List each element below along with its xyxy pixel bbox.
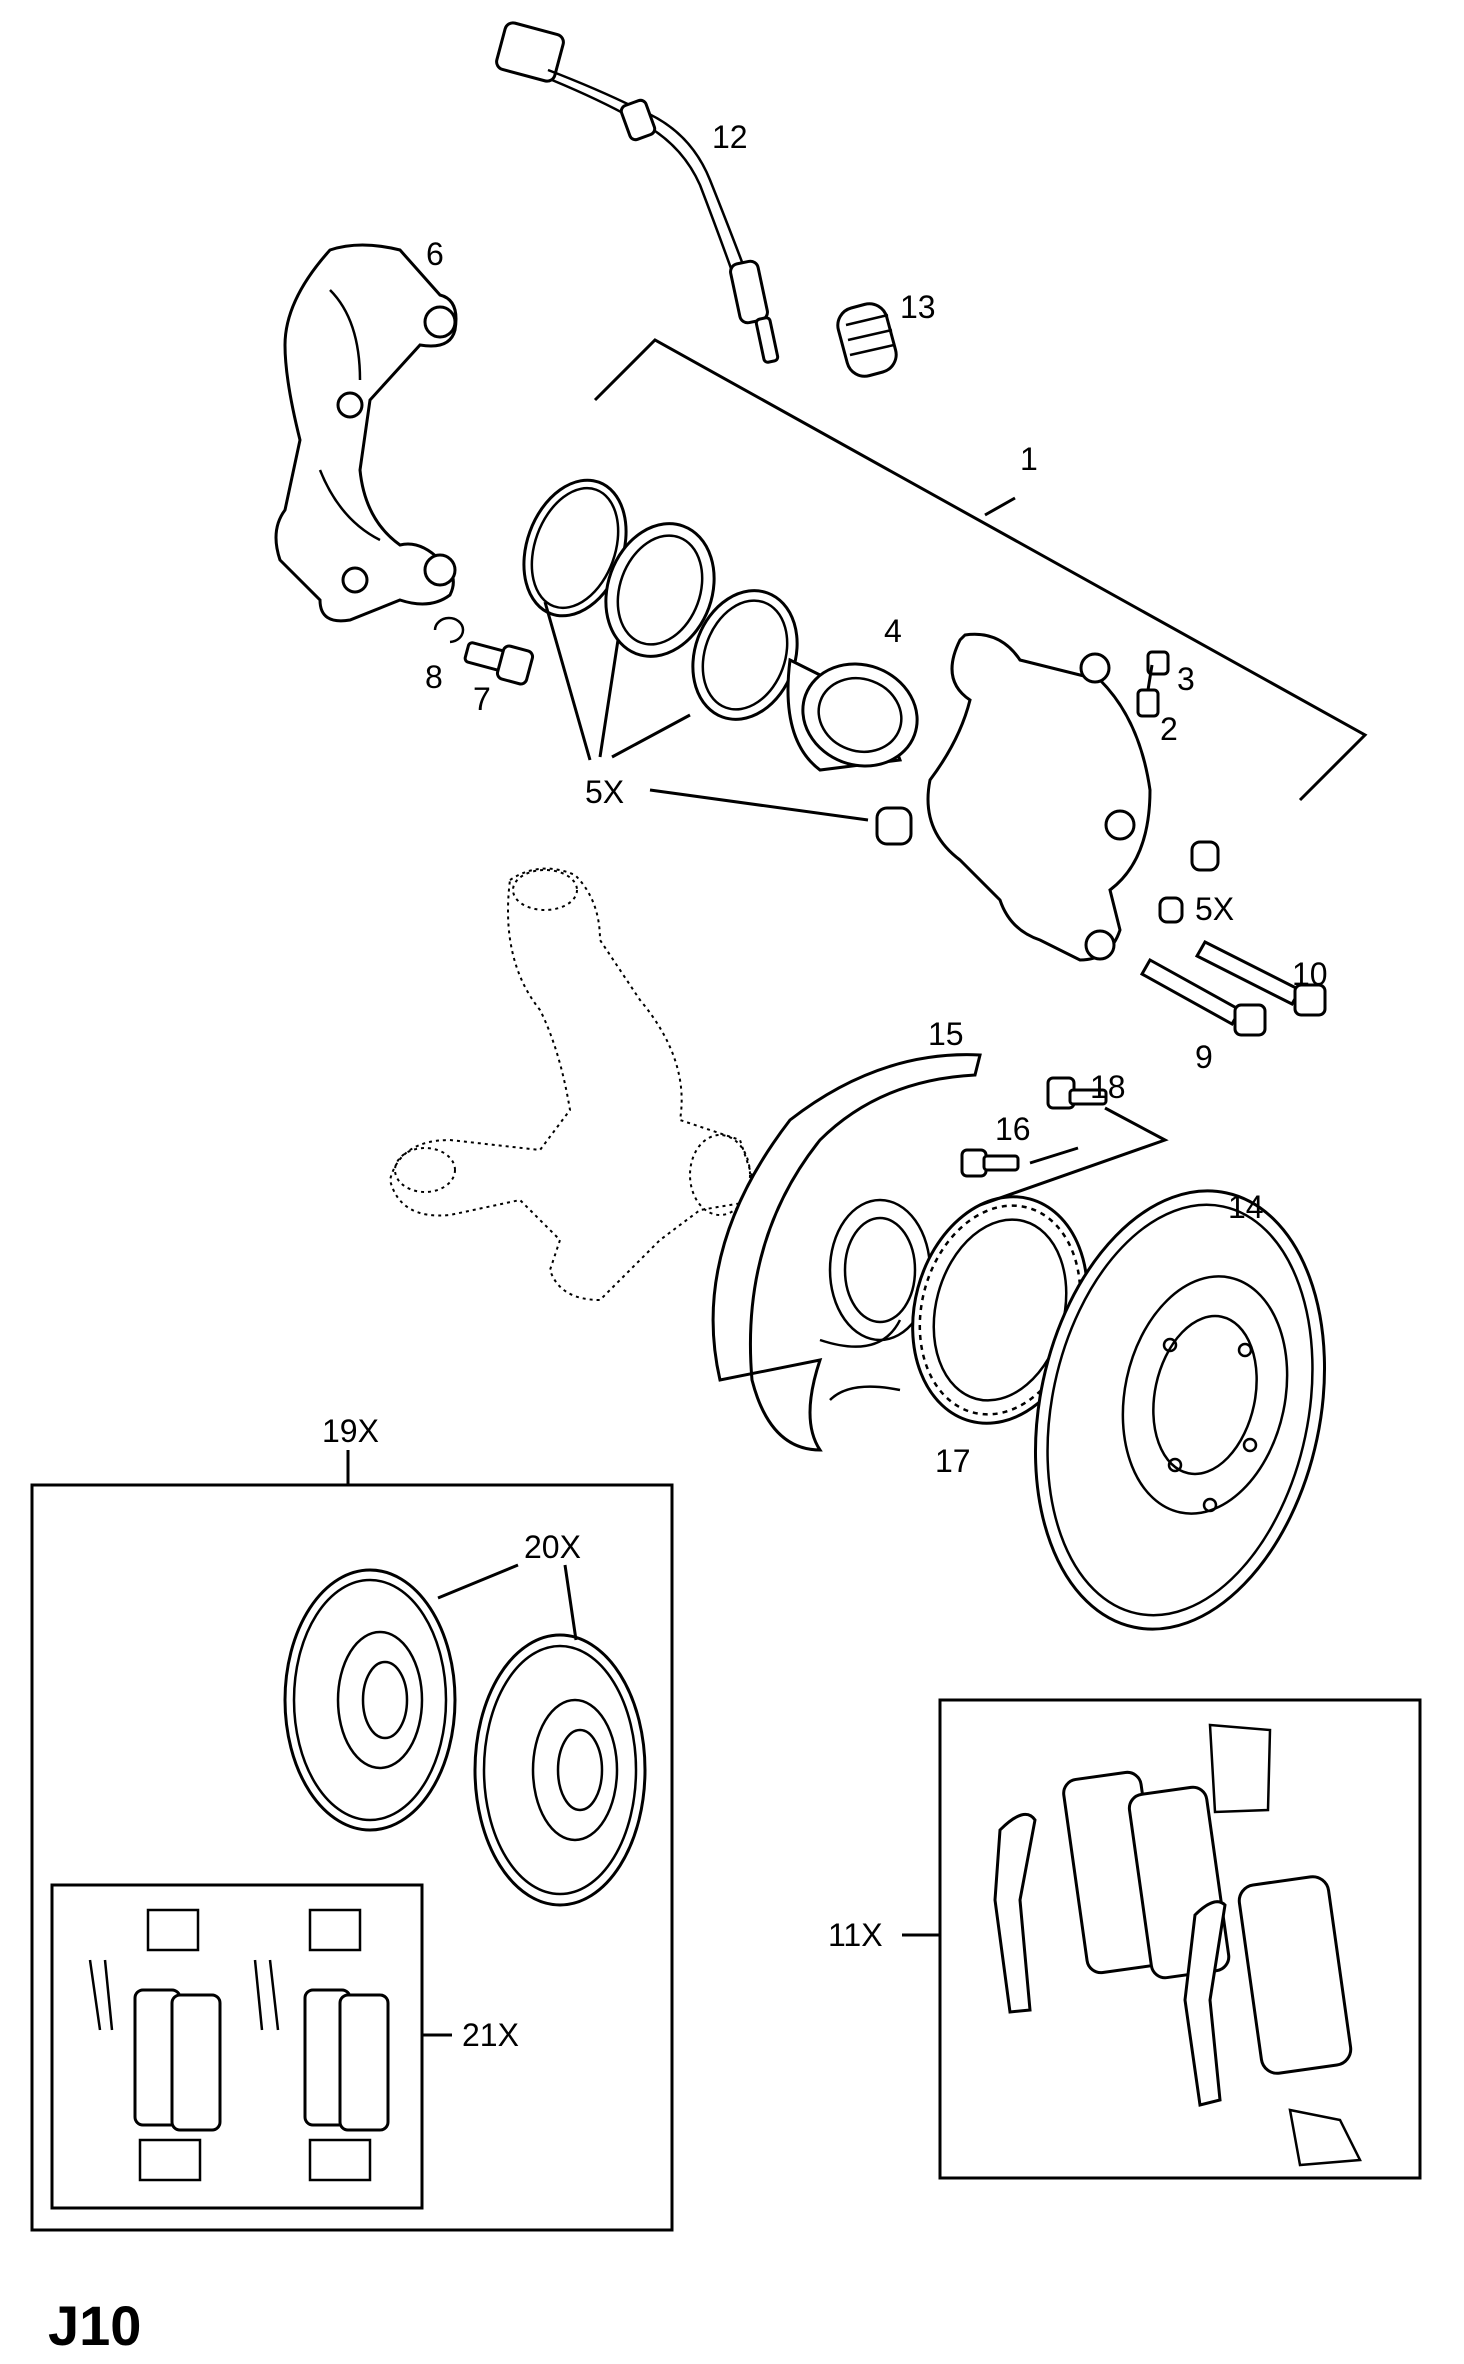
caliper-housing-part [926, 632, 1152, 962]
label-16: 16 [995, 1111, 1031, 1147]
abs-sensor-cable-part [495, 21, 780, 364]
kit-disc-left-part [283, 1568, 457, 1832]
kit-disc-right-part [473, 1633, 647, 1907]
steering-knuckle-outline [388, 867, 762, 1302]
label-11x: 11X [828, 1917, 883, 1953]
label-21x: 21X [462, 2017, 519, 2053]
piston-part [786, 657, 919, 772]
label-12: 12 [712, 119, 748, 155]
label-7: 7 [473, 681, 491, 717]
guide-pin-part [1139, 940, 1327, 1037]
label-4: 4 [884, 613, 902, 649]
label-14: 14 [1228, 1189, 1264, 1225]
label-5x-left: 5X [585, 774, 624, 810]
label-17: 17 [935, 1443, 971, 1479]
page-code: J10 [48, 2294, 141, 2357]
pad-set-box [938, 1698, 1422, 2180]
bolt-16-part [960, 1148, 1020, 1178]
label-20x: 20X [524, 1529, 581, 1565]
label-18: 18 [1090, 1069, 1126, 1105]
leader-lines [346, 338, 1368, 2037]
abs-tone-ring-part [911, 1195, 1089, 1425]
guide-bush-part [875, 806, 1220, 924]
label-13: 13 [900, 289, 936, 325]
bolt-18-part [1046, 1076, 1108, 1110]
label-5x-right: 5X [1195, 891, 1234, 927]
pad-kit-box [50, 1883, 424, 2210]
label-10: 10 [1292, 956, 1328, 992]
label-6: 6 [426, 236, 444, 272]
bleed-nipple-part [1136, 650, 1170, 718]
label-2: 2 [1160, 711, 1178, 747]
label-9: 9 [1195, 1039, 1213, 1075]
label-15: 15 [928, 1016, 964, 1052]
retaining-clip-part [433, 616, 465, 644]
pad-set-part [993, 1723, 1362, 2167]
kit-pads-part [88, 1908, 390, 2182]
caliper-carrier-part [274, 243, 458, 623]
brake-disc-part [1033, 1189, 1327, 1631]
label-1: 1 [1020, 441, 1038, 477]
disc-kit-box [30, 1483, 674, 2232]
rubber-bush-part [836, 302, 898, 378]
seal-kit-part [522, 478, 799, 721]
label-19x: 19X [322, 1413, 379, 1449]
label-8: 8 [425, 659, 443, 695]
bolt-7-part [463, 641, 535, 686]
label-3: 3 [1177, 661, 1195, 697]
